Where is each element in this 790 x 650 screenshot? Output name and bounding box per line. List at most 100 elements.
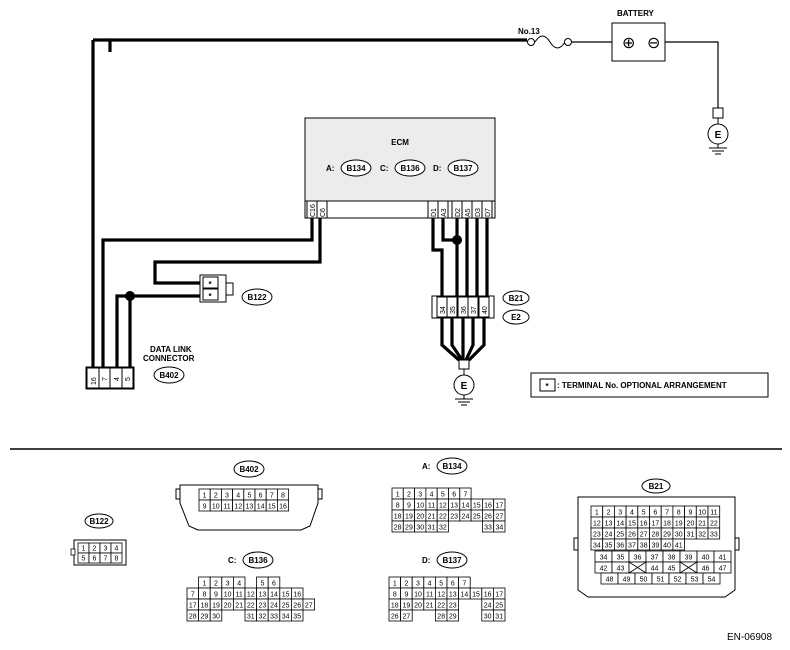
battery-minus-icon: ⊖	[647, 33, 660, 52]
b137-pin-label: 7	[462, 581, 466, 588]
b21-pin-cell	[672, 538, 686, 551]
b122-face-caption: B122	[84, 513, 114, 529]
b137-pin-cell	[446, 609, 460, 622]
b21-pin-label: 36	[616, 543, 624, 550]
ground-ecm: E	[453, 359, 475, 406]
b21-pin-label-wide: 45	[668, 566, 676, 573]
b21-pin-label: 14	[616, 521, 624, 528]
b134-pin-label: 28	[394, 525, 402, 532]
b21-pin-label-wide: 36	[634, 555, 642, 562]
ecm-conn-d-prefix: D:	[433, 164, 441, 173]
b402-pin-label: 13	[246, 504, 254, 511]
b402-pin-label: 11	[223, 504, 230, 511]
wire-c6	[153, 218, 322, 285]
b137-pin-label: 31	[495, 614, 503, 621]
b402-face-code: B402	[239, 465, 259, 474]
b136-pin-label: 31	[247, 614, 255, 621]
document-id: EN-06908	[727, 632, 772, 643]
b21-pin-cell	[707, 527, 721, 540]
b134-face-caption: A: B134	[422, 457, 468, 475]
b136-pin-label: 4	[237, 581, 241, 588]
legend-text: : TERMINAL No. OPTIONAL ARRANGEMENT	[557, 381, 727, 390]
e2-code: E2	[511, 313, 521, 322]
b21-pin-label: 10	[698, 510, 706, 517]
b122-pin-label: 8	[115, 556, 119, 563]
b21-pin-label-wide: 40	[702, 555, 710, 562]
b21-pin-label: 39	[651, 543, 659, 550]
b137-pin-label: 2	[404, 581, 408, 588]
b402-pin-label: 7	[270, 493, 274, 500]
b122-pin-label: 6	[93, 556, 97, 563]
b21-pin-label: 21	[698, 521, 706, 528]
b136-pin-label: 12	[247, 592, 255, 599]
b134-pin-label: 31	[428, 525, 436, 532]
b136-pin-label: 6	[272, 581, 276, 588]
b137-pin-label: 18	[391, 603, 399, 610]
b137-pin-label: 11	[426, 592, 433, 599]
ecm-pin-d2: D2	[455, 208, 462, 217]
b21-pin-label-wide: 51	[657, 577, 665, 584]
b21-pin-label: 25	[616, 532, 624, 539]
b137-pin-label: 17	[495, 592, 503, 599]
b122-pin-label: 4	[115, 546, 119, 553]
b134-pin-label: 13	[450, 503, 458, 510]
b21-pin-label: 22	[710, 521, 718, 528]
b21-pin-cell-wide	[702, 572, 721, 585]
ecm-title: ECM	[391, 138, 409, 147]
b137-pin-label: 29	[449, 614, 457, 621]
ecm-pin-d3: D3	[475, 208, 482, 217]
b137-pin-label: 6	[451, 581, 455, 588]
ecm-conn-c-prefix: C:	[380, 164, 388, 173]
ecm-pin-d1: D1	[431, 208, 438, 217]
b402-pin-cell	[276, 499, 289, 512]
wire-d1	[431, 218, 444, 296]
b402-pin-label: 4	[236, 493, 240, 500]
b21-pin-label: 8	[677, 510, 681, 517]
b136-pin-label: 1	[202, 581, 206, 588]
b136-pin-label: 27	[305, 603, 313, 610]
b134-pin-label: 21	[428, 514, 436, 521]
b21-pin-label: 26	[628, 532, 636, 539]
b136-pin-label: 15	[282, 592, 290, 599]
b134-pin-label: 1	[396, 492, 400, 499]
battery-to-ground-wire	[665, 41, 719, 110]
b137-pin-label: 16	[484, 592, 492, 599]
dlc-title-1: DATA LINK	[150, 345, 192, 354]
b21-pin-label: 17	[651, 521, 659, 528]
b136-pin-label: 24	[270, 603, 278, 610]
b134-pin-label: 33	[484, 525, 492, 532]
b122-connector: * * B122	[199, 274, 273, 306]
b134-pin-label: 15	[473, 503, 481, 510]
b134-pin-label: 5	[441, 492, 445, 499]
fuse: No.13	[518, 27, 572, 49]
b136-face-code: B136	[248, 556, 268, 565]
b122-pin-1: *	[208, 280, 212, 289]
b402-face-caption: B402	[233, 460, 265, 478]
b402-pin-label: 3	[225, 493, 229, 500]
b21-pin-label-wide: 44	[651, 566, 659, 573]
b136-pin-label: 2	[214, 581, 218, 588]
b137-pin-label: 28	[437, 614, 445, 621]
wire-gnd-37	[464, 318, 475, 361]
b134-pin-label: 26	[484, 514, 492, 521]
b137-pin-label: 27	[403, 614, 411, 621]
b21-pin-label: 13	[605, 521, 613, 528]
b21-pin-label: 32	[698, 532, 706, 539]
b137-pin-label: 21	[426, 603, 434, 610]
b136-pin-label: 20	[224, 603, 232, 610]
b136-pin-label: 33	[270, 614, 278, 621]
b21-pin-label-wide: 46	[702, 566, 710, 573]
b21-pin-36: 36	[461, 306, 468, 314]
b122-pin-label: 2	[93, 546, 97, 553]
b136-pin-label: 13	[259, 592, 267, 599]
b21-pin-label: 29	[663, 532, 671, 539]
dlc-pin-7: 7	[102, 377, 109, 381]
b21-pin-34: 34	[440, 306, 447, 314]
b402-pin-label: 6	[259, 493, 263, 500]
b21-pin-label: 27	[640, 532, 648, 539]
b21-pin-label: 11	[710, 510, 717, 517]
b134-face-prefix: A:	[422, 462, 430, 471]
b134-pin-label: 12	[439, 503, 447, 510]
b21-pin-label: 28	[651, 532, 659, 539]
